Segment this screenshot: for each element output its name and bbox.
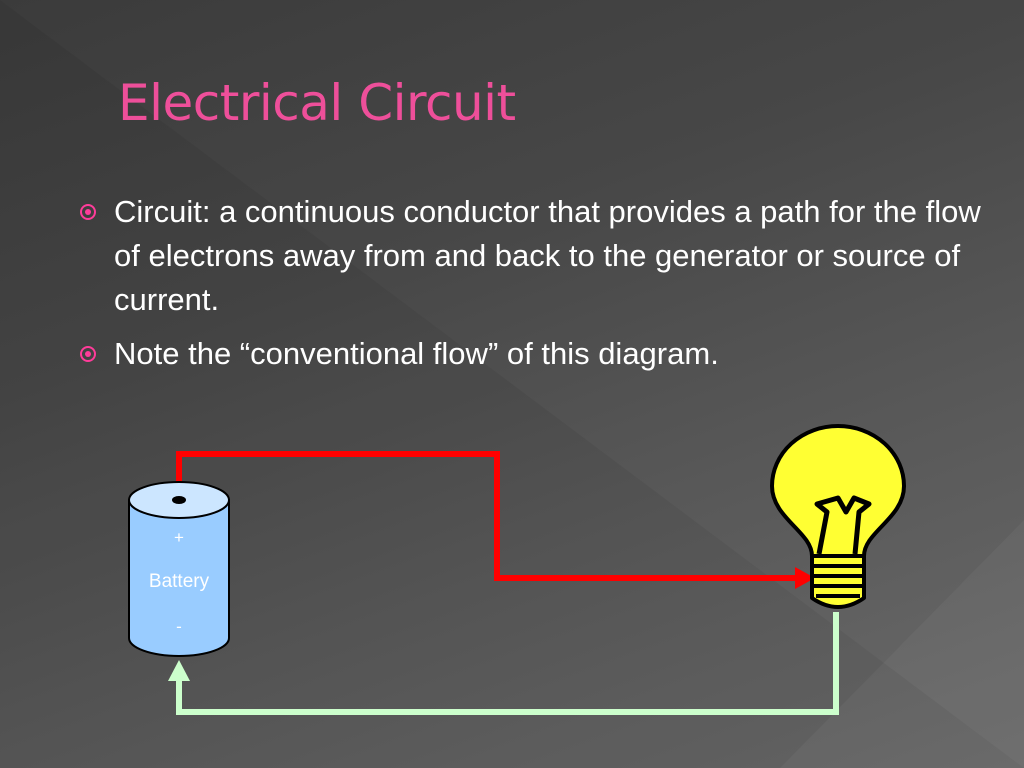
bullet-list: Circuit: a continuous conductor that pro…: [72, 190, 992, 386]
slide-title: Electrical Circuit: [118, 74, 516, 132]
battery-minus-label: -: [176, 617, 182, 636]
bullet-item: Note the “conventional flow” of this dia…: [72, 332, 992, 376]
bullet-text: Circuit: a continuous conductor that pro…: [114, 194, 981, 317]
battery-label: Battery: [149, 571, 210, 592]
arrow-to-battery-icon: [168, 660, 190, 681]
wire-return: [176, 612, 839, 715]
arrow-to-bulb-icon: [795, 567, 815, 589]
bullet-text: Note the “conventional flow” of this dia…: [114, 336, 719, 371]
wire-positive: [176, 451, 808, 581]
battery-plus-label: +: [174, 528, 184, 547]
light-bulb-icon: [770, 424, 906, 609]
radio-bullet-icon: [80, 346, 96, 362]
bullet-item: Circuit: a continuous conductor that pro…: [72, 190, 992, 322]
radio-bullet-icon: [80, 204, 96, 220]
battery-icon: [128, 481, 230, 657]
